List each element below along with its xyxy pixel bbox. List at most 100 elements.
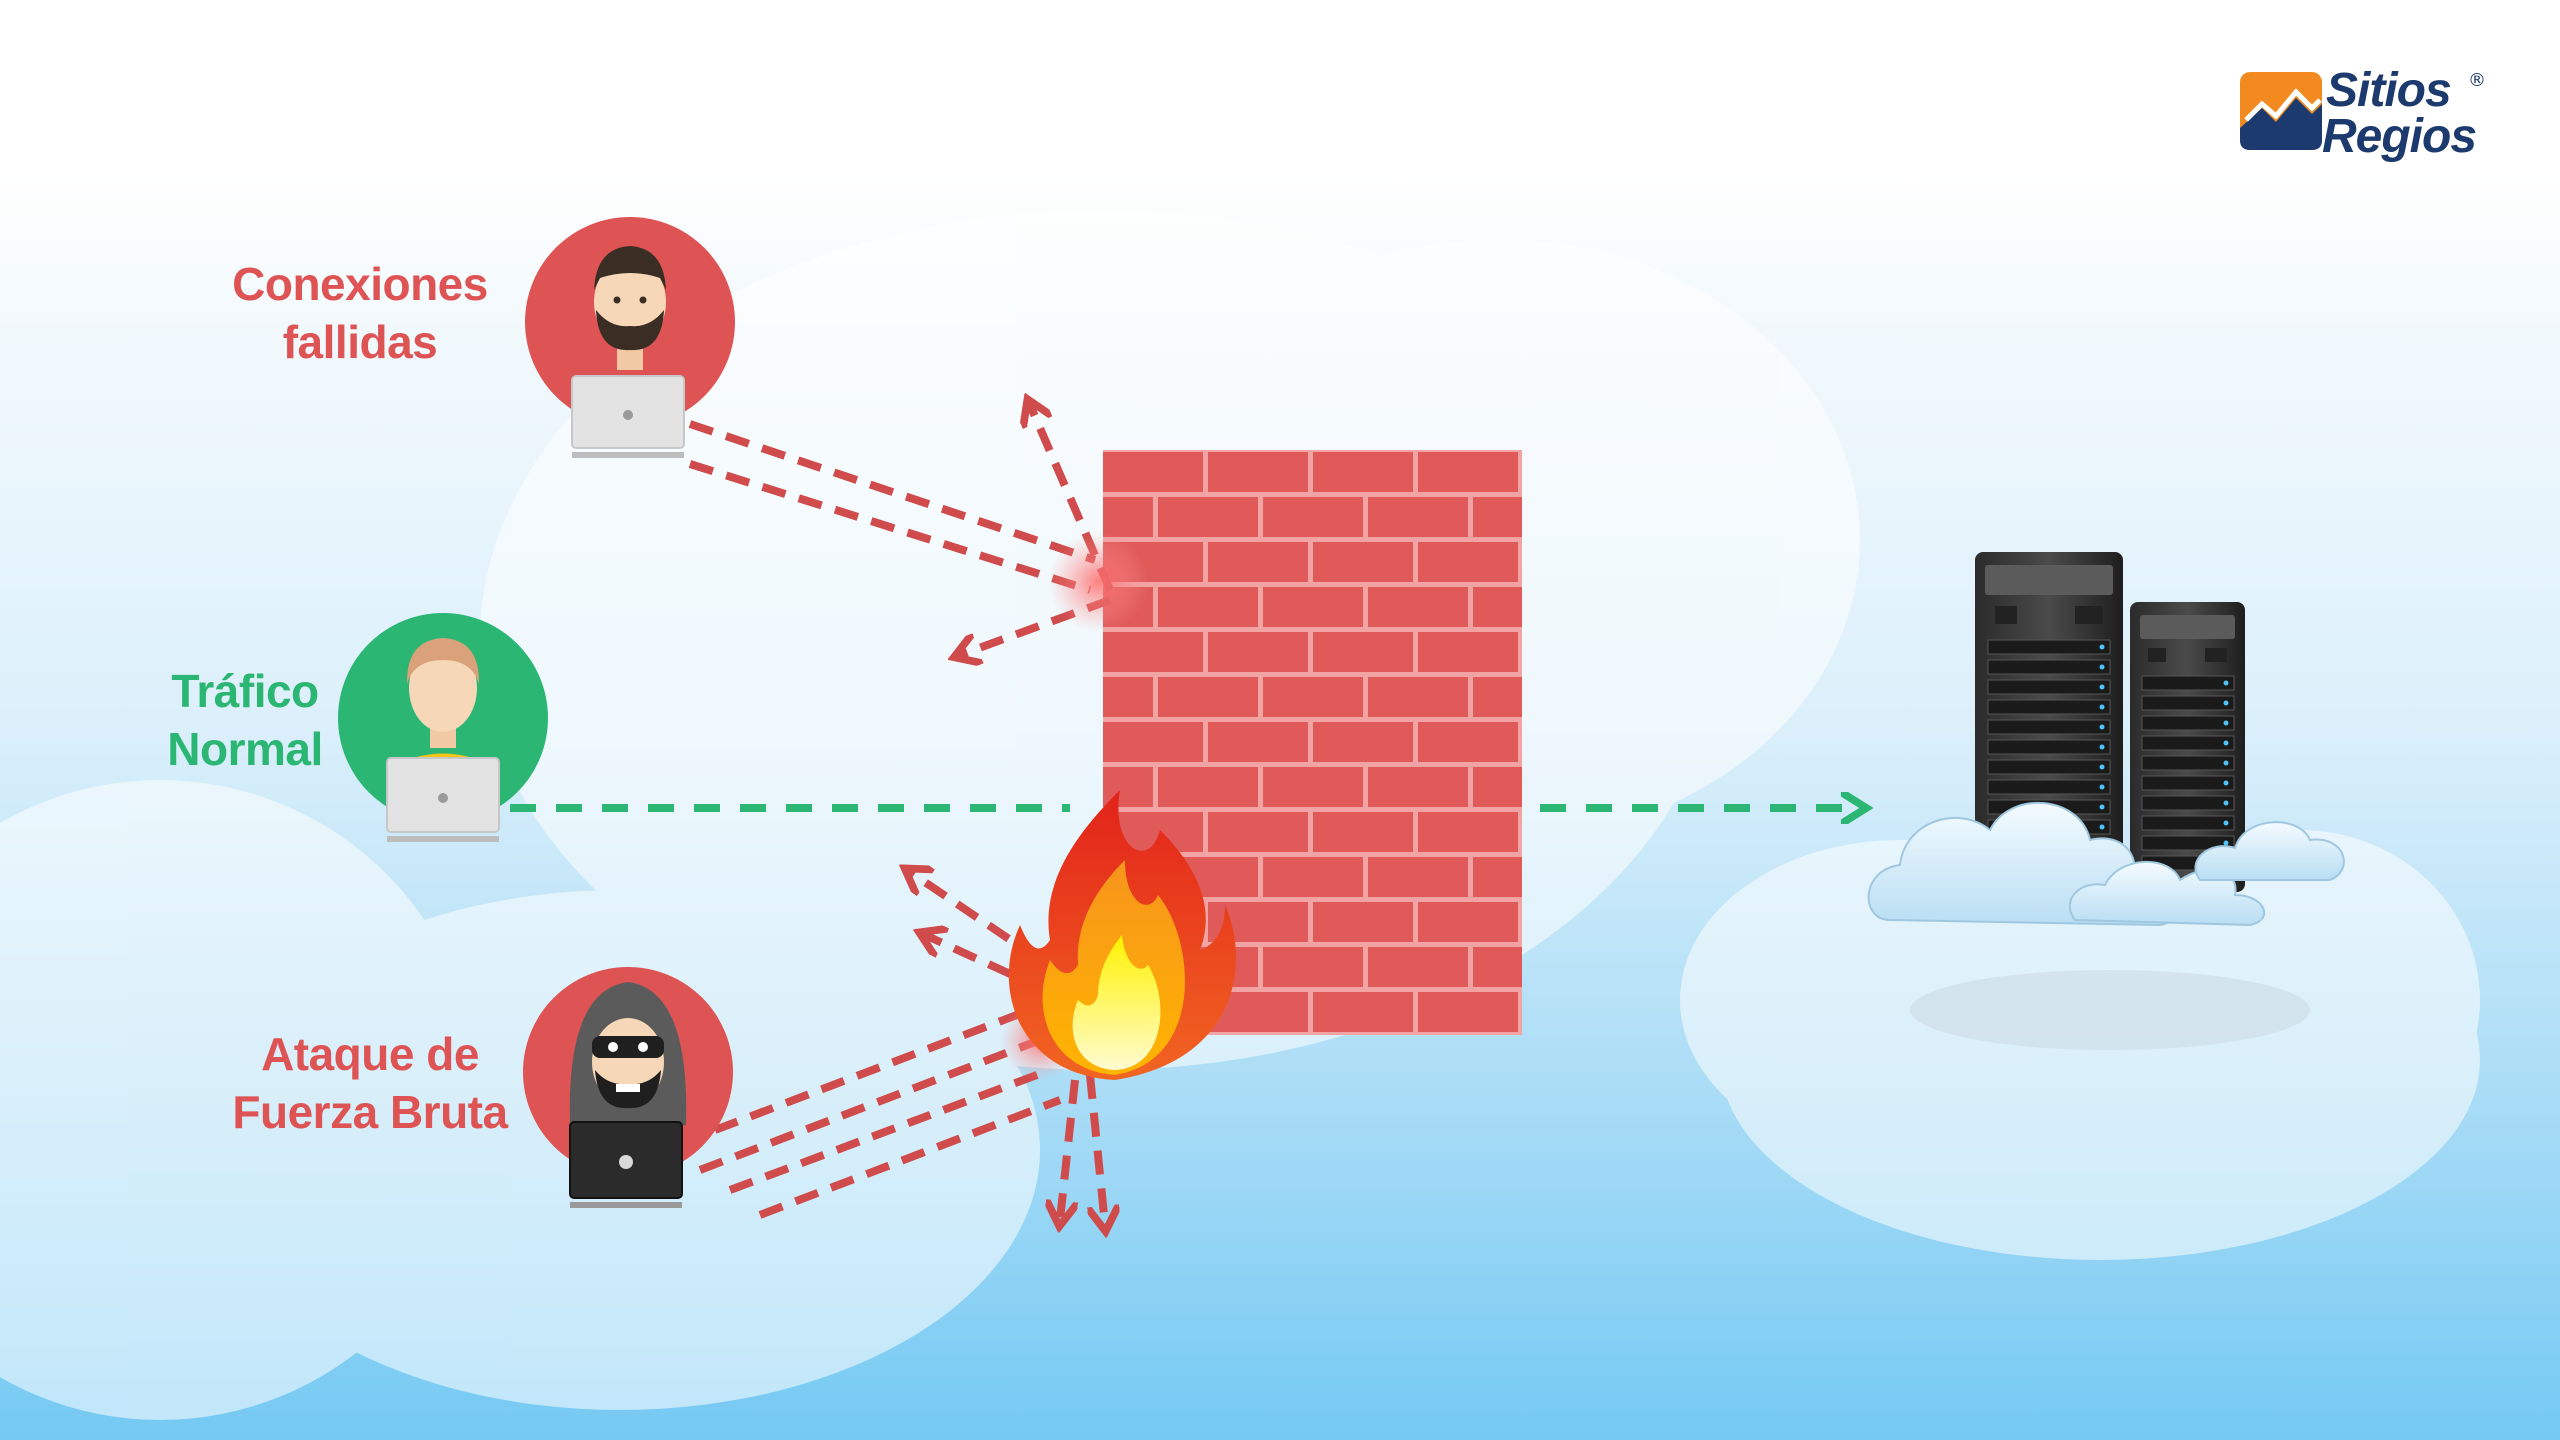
firewall-brick	[1208, 812, 1308, 852]
server-led	[2223, 740, 2229, 746]
firewall-brick	[1158, 497, 1258, 537]
server-led	[2099, 644, 2105, 650]
server-slot	[2141, 815, 2235, 831]
user-bearded-icon	[525, 217, 735, 427]
server-led	[2099, 784, 2105, 790]
brand-logo	[2240, 72, 2322, 150]
server-led	[2099, 664, 2105, 670]
firewall-brick	[1418, 722, 1518, 762]
label-line: Fuerza Bruta	[232, 1086, 508, 1138]
firewall-brick	[1473, 857, 1522, 897]
firewall-brick	[1263, 677, 1363, 717]
server-led	[2099, 704, 2105, 710]
server-slot	[2141, 775, 2235, 791]
impact-glow	[1048, 532, 1148, 632]
server-slot	[2141, 735, 2235, 751]
firewall-brick	[1103, 497, 1153, 537]
server-led	[2099, 684, 2105, 690]
firewall-brick	[1368, 497, 1468, 537]
server-led	[2223, 780, 2229, 786]
firewall-brick	[1473, 497, 1522, 537]
firewall-brick	[1103, 632, 1203, 672]
server-led	[2099, 744, 2105, 750]
firewall-brick	[1368, 857, 1468, 897]
server-slot	[1987, 699, 2111, 715]
server-led	[2099, 804, 2105, 810]
firewall-brick	[1208, 632, 1308, 672]
label-normal-traffic: Tráfico Normal	[140, 662, 350, 778]
firewall-brick	[1313, 452, 1413, 492]
server-slot	[2141, 715, 2235, 731]
firewall-brick	[1313, 812, 1413, 852]
logo-icon	[2240, 72, 2322, 150]
laptop-icon	[386, 757, 500, 842]
firewall-brick	[1418, 902, 1518, 942]
firewall-brick	[1208, 722, 1308, 762]
firewall-brick	[1418, 452, 1518, 492]
server-slot	[2141, 695, 2235, 711]
server-slot	[2141, 835, 2235, 851]
firewall-brick	[1158, 677, 1258, 717]
server-led	[2099, 824, 2105, 830]
server-led	[2223, 720, 2229, 726]
server-slot	[2141, 675, 2235, 691]
label-line: Tráfico	[171, 665, 319, 717]
firewall-brick	[1158, 587, 1258, 627]
server-slot	[1987, 639, 2111, 655]
cloud-icon	[1910, 970, 2310, 1050]
server-slot	[1987, 759, 2111, 775]
firewall-brick	[1103, 677, 1153, 717]
firewall-brick	[1368, 947, 1468, 987]
server-led	[2099, 764, 2105, 770]
server-led	[2223, 800, 2229, 806]
firewall-brick	[1263, 497, 1363, 537]
server-slot	[1987, 719, 2111, 735]
label-failed-connections: Conexiones fallidas	[200, 255, 520, 371]
laptop-icon	[569, 1121, 683, 1208]
label-line: Normal	[167, 723, 323, 775]
server-led	[2223, 680, 2229, 686]
label-line: fallidas	[282, 316, 438, 368]
firewall-brick	[1418, 632, 1518, 672]
firewall-brick	[1418, 992, 1518, 1032]
server-slot	[1987, 659, 2111, 675]
firewall-brick	[1368, 587, 1468, 627]
label-brute-force: Ataque de Fuerza Bruta	[200, 1025, 540, 1141]
firewall-brick	[1208, 542, 1308, 582]
server-led	[2223, 820, 2229, 826]
firewall-brick	[1313, 992, 1413, 1032]
firewall-brick	[1418, 542, 1518, 582]
firewall-brick	[1158, 767, 1258, 807]
laptop-icon	[571, 375, 685, 458]
server-slot	[2141, 755, 2235, 771]
firewall-brick	[1473, 947, 1522, 987]
brand-registered-mark: ®	[2468, 70, 2486, 91]
firewall-brick	[1313, 722, 1413, 762]
brand-name-line1: Sitios	[2326, 64, 2452, 117]
firewall-brick	[1473, 767, 1522, 807]
server-slot	[1987, 679, 2111, 695]
firewall-brick	[1473, 677, 1522, 717]
failed-connection-lines	[688, 405, 1114, 655]
cloud-icon	[1867, 801, 2345, 927]
firewall-brick	[1263, 767, 1363, 807]
firewall-brick	[1103, 722, 1203, 762]
server-slot	[1987, 739, 2111, 755]
firewall-brick	[1313, 902, 1413, 942]
server-led	[2099, 724, 2105, 730]
firewall-brick	[1313, 542, 1413, 582]
brand-name-line2: Regios	[2322, 110, 2477, 163]
firewall-brick	[1418, 812, 1518, 852]
firewall-brick	[1263, 587, 1363, 627]
server-led	[2223, 700, 2229, 706]
label-line: Ataque de	[261, 1028, 479, 1080]
firewall-brick	[1208, 452, 1308, 492]
firewall-brick	[1263, 857, 1363, 897]
firewall-brick	[1263, 947, 1363, 987]
fire-icon	[1008, 790, 1237, 1080]
server-slot	[1987, 779, 2111, 795]
firewall-brick	[1368, 677, 1468, 717]
label-line: Conexiones	[232, 258, 488, 310]
firewall-brick	[1313, 632, 1413, 672]
